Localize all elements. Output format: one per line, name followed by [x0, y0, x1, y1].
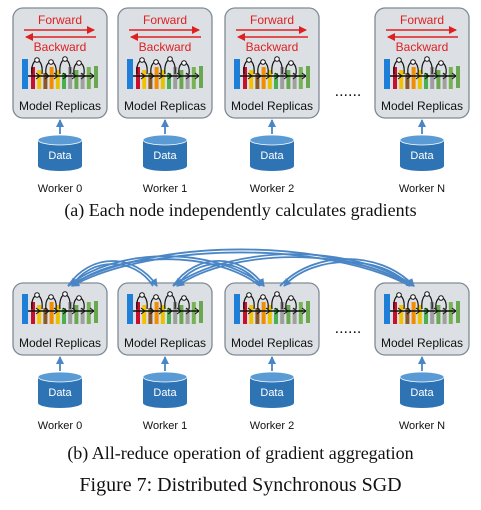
forward-label: Forward	[143, 13, 187, 27]
network-icon	[234, 291, 310, 324]
allreduce-curve	[279, 258, 415, 287]
backward-label: Backward	[139, 40, 192, 54]
data-label: Data	[260, 387, 284, 399]
ellipsis: ......	[335, 83, 362, 100]
allreduce-curves	[67, 248, 415, 287]
replica-box	[117, 7, 213, 119]
replica-label: Model Replicas	[231, 336, 313, 350]
network-icon	[127, 56, 203, 89]
data-cylinder: Data	[249, 134, 295, 171]
network-icon	[22, 291, 98, 324]
figure-caption: Figure 7: Distributed Synchronous SGD	[79, 474, 402, 496]
replica-box	[374, 7, 470, 119]
backward-label: Backward	[34, 40, 87, 54]
data-label: Data	[48, 150, 72, 162]
data-cylinder: Data	[399, 371, 445, 408]
data-label: Data	[410, 387, 434, 399]
worker-label: Worker 0	[38, 183, 82, 195]
data-cylinder: Data	[37, 371, 83, 408]
worker-label: Worker N	[399, 183, 445, 195]
replica-label: Model Replicas	[381, 99, 463, 113]
worker-label: Worker 2	[250, 183, 294, 195]
data-cylinder: Data	[142, 134, 188, 171]
data-cylinder: Data	[37, 134, 83, 171]
data-label: Data	[153, 150, 177, 162]
data-cylinder: Data	[399, 134, 445, 171]
replica-box	[224, 7, 320, 119]
allreduce-curve	[176, 256, 411, 287]
replica-label: Model Replicas	[381, 336, 463, 350]
allreduce-curve	[172, 253, 415, 287]
replica-label: Model Replicas	[124, 99, 206, 113]
network-icon	[384, 56, 460, 89]
data-cylinder: Data	[249, 371, 295, 408]
allreduce-curve	[283, 261, 411, 287]
backward-label: Backward	[396, 40, 449, 54]
data-label: Data	[153, 387, 177, 399]
caption-b: (b) All-reduce operation of gradient agg…	[67, 443, 414, 463]
network-icon	[22, 56, 98, 89]
replica-label: Model Replicas	[231, 99, 313, 113]
network-icon	[234, 56, 310, 89]
data-label: Data	[410, 150, 434, 162]
worker-label: Worker 0	[38, 420, 82, 432]
replica-label: Model Replicas	[19, 99, 101, 113]
data-label: Data	[48, 387, 72, 399]
caption-a: (a) Each node independently calculates g…	[64, 200, 417, 220]
allreduce-curve	[67, 260, 158, 287]
allreduce-curve	[67, 255, 265, 287]
allreduce-curve	[172, 260, 265, 287]
replica-box	[12, 7, 108, 119]
worker-label: Worker 1	[143, 420, 187, 432]
backward-label: Backward	[246, 40, 299, 54]
data-label: Data	[260, 150, 284, 162]
worker-label: Worker N	[399, 420, 445, 432]
forward-label: Forward	[250, 13, 294, 27]
replica-label: Model Replicas	[19, 336, 101, 350]
network-icon	[384, 291, 460, 324]
forward-label: Forward	[38, 13, 82, 27]
worker-label: Worker 2	[250, 420, 294, 432]
forward-label: Forward	[400, 13, 444, 27]
allreduce-curve	[71, 251, 411, 287]
replica-label: Model Replicas	[124, 336, 206, 350]
worker-label: Worker 1	[143, 183, 187, 195]
ellipsis: ......	[335, 320, 362, 337]
network-icon	[127, 291, 203, 324]
data-cylinder: Data	[142, 371, 188, 408]
